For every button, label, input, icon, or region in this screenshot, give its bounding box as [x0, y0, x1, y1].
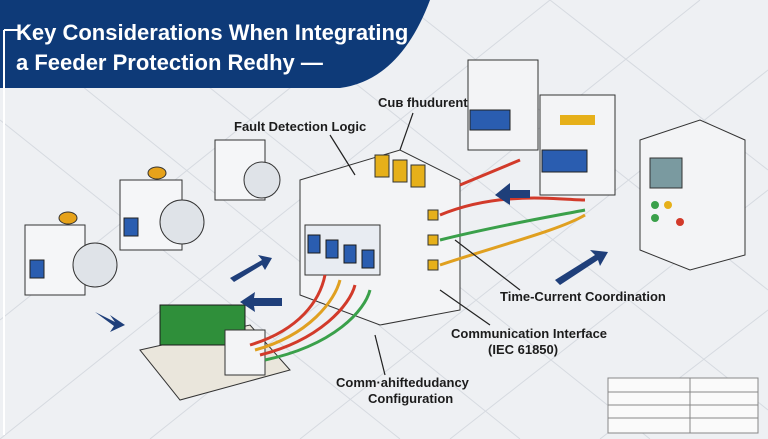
arrow-left-icon [495, 183, 530, 205]
flow-arrows [95, 183, 608, 332]
circuit-breaker-mid [539, 94, 616, 196]
arrow-up-right-icon [555, 250, 608, 285]
title-banner [0, 0, 430, 88]
relay-device-2 [119, 166, 205, 251]
label-time-current: Time-Current Coordination [500, 289, 666, 304]
label-fault-detection: Fault Detection Logic [234, 119, 367, 134]
label-configuration: Configuration [368, 391, 454, 406]
label-comm-interface: Communication Interface [451, 326, 608, 341]
leader-lines [329, 112, 521, 376]
arrow-up-right-icon [230, 255, 272, 282]
wiring [249, 158, 586, 362]
relay-device-1 [24, 211, 118, 296]
title-block [607, 377, 759, 434]
page-title-line2: a Feeder Protection Redhy — [16, 50, 323, 75]
label-comm-standard: (IEC 61850) [488, 342, 559, 357]
control-panel [639, 119, 746, 271]
arrow-left-icon [240, 292, 282, 312]
label-redundancy: Comm·ahiftedudancy [336, 375, 469, 390]
arrow-right-icon [95, 312, 125, 332]
circuit-breaker-top [467, 59, 539, 151]
page-title-line1: Key Considerations When Integrating [16, 20, 409, 45]
label-current: Cuв fhudurent [378, 95, 468, 110]
main-protection-relay [299, 149, 461, 326]
relay-device-3 [214, 139, 281, 201]
frame-corner [3, 29, 20, 435]
